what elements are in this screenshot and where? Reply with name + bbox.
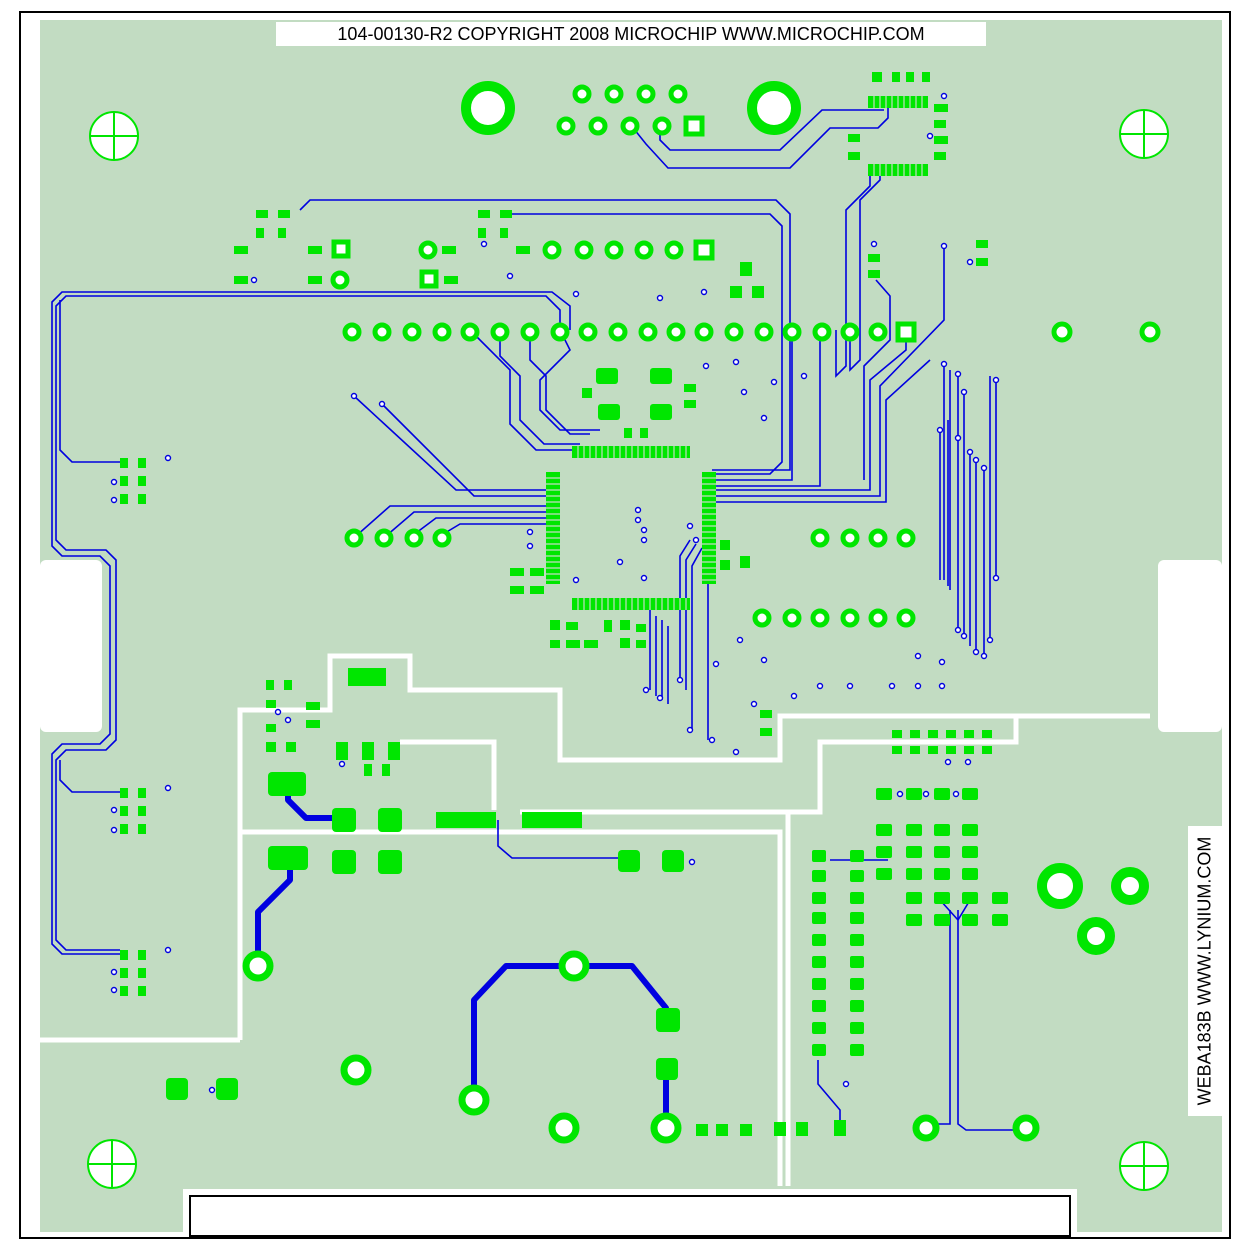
passive-array — [812, 730, 1008, 1056]
vias — [110, 92, 1000, 1094]
header-top-row — [330, 84, 1161, 628]
square-pads — [331, 115, 917, 343]
mounting-holes — [461, 81, 1149, 955]
power-pads — [242, 950, 1040, 1144]
ic-main-pin-gaps — [546, 446, 716, 610]
side-silkscreen-text: WEBA183B WWW.LYNIUM.COM — [1194, 836, 1215, 1106]
traces — [51, 100, 1026, 1131]
isolation-gaps — [40, 653, 1150, 1186]
side-silkscreen-label: WEBA183B WWW.LYNIUM.COM — [1188, 826, 1222, 1116]
right-cutout — [1158, 560, 1222, 732]
smd-pads — [166, 262, 846, 1136]
top-silkscreen-label: 104-00130-R2 COPYRIGHT 2008 MICROCHIP WW… — [276, 22, 986, 46]
left-cutout — [40, 560, 102, 732]
fiducials — [87, 109, 1169, 1191]
ic-secondary-pin-gaps — [873, 96, 923, 176]
bottom-slot-inner — [189, 1195, 1071, 1237]
passive-pads — [120, 72, 988, 996]
ground-pour — [40, 20, 1222, 1232]
